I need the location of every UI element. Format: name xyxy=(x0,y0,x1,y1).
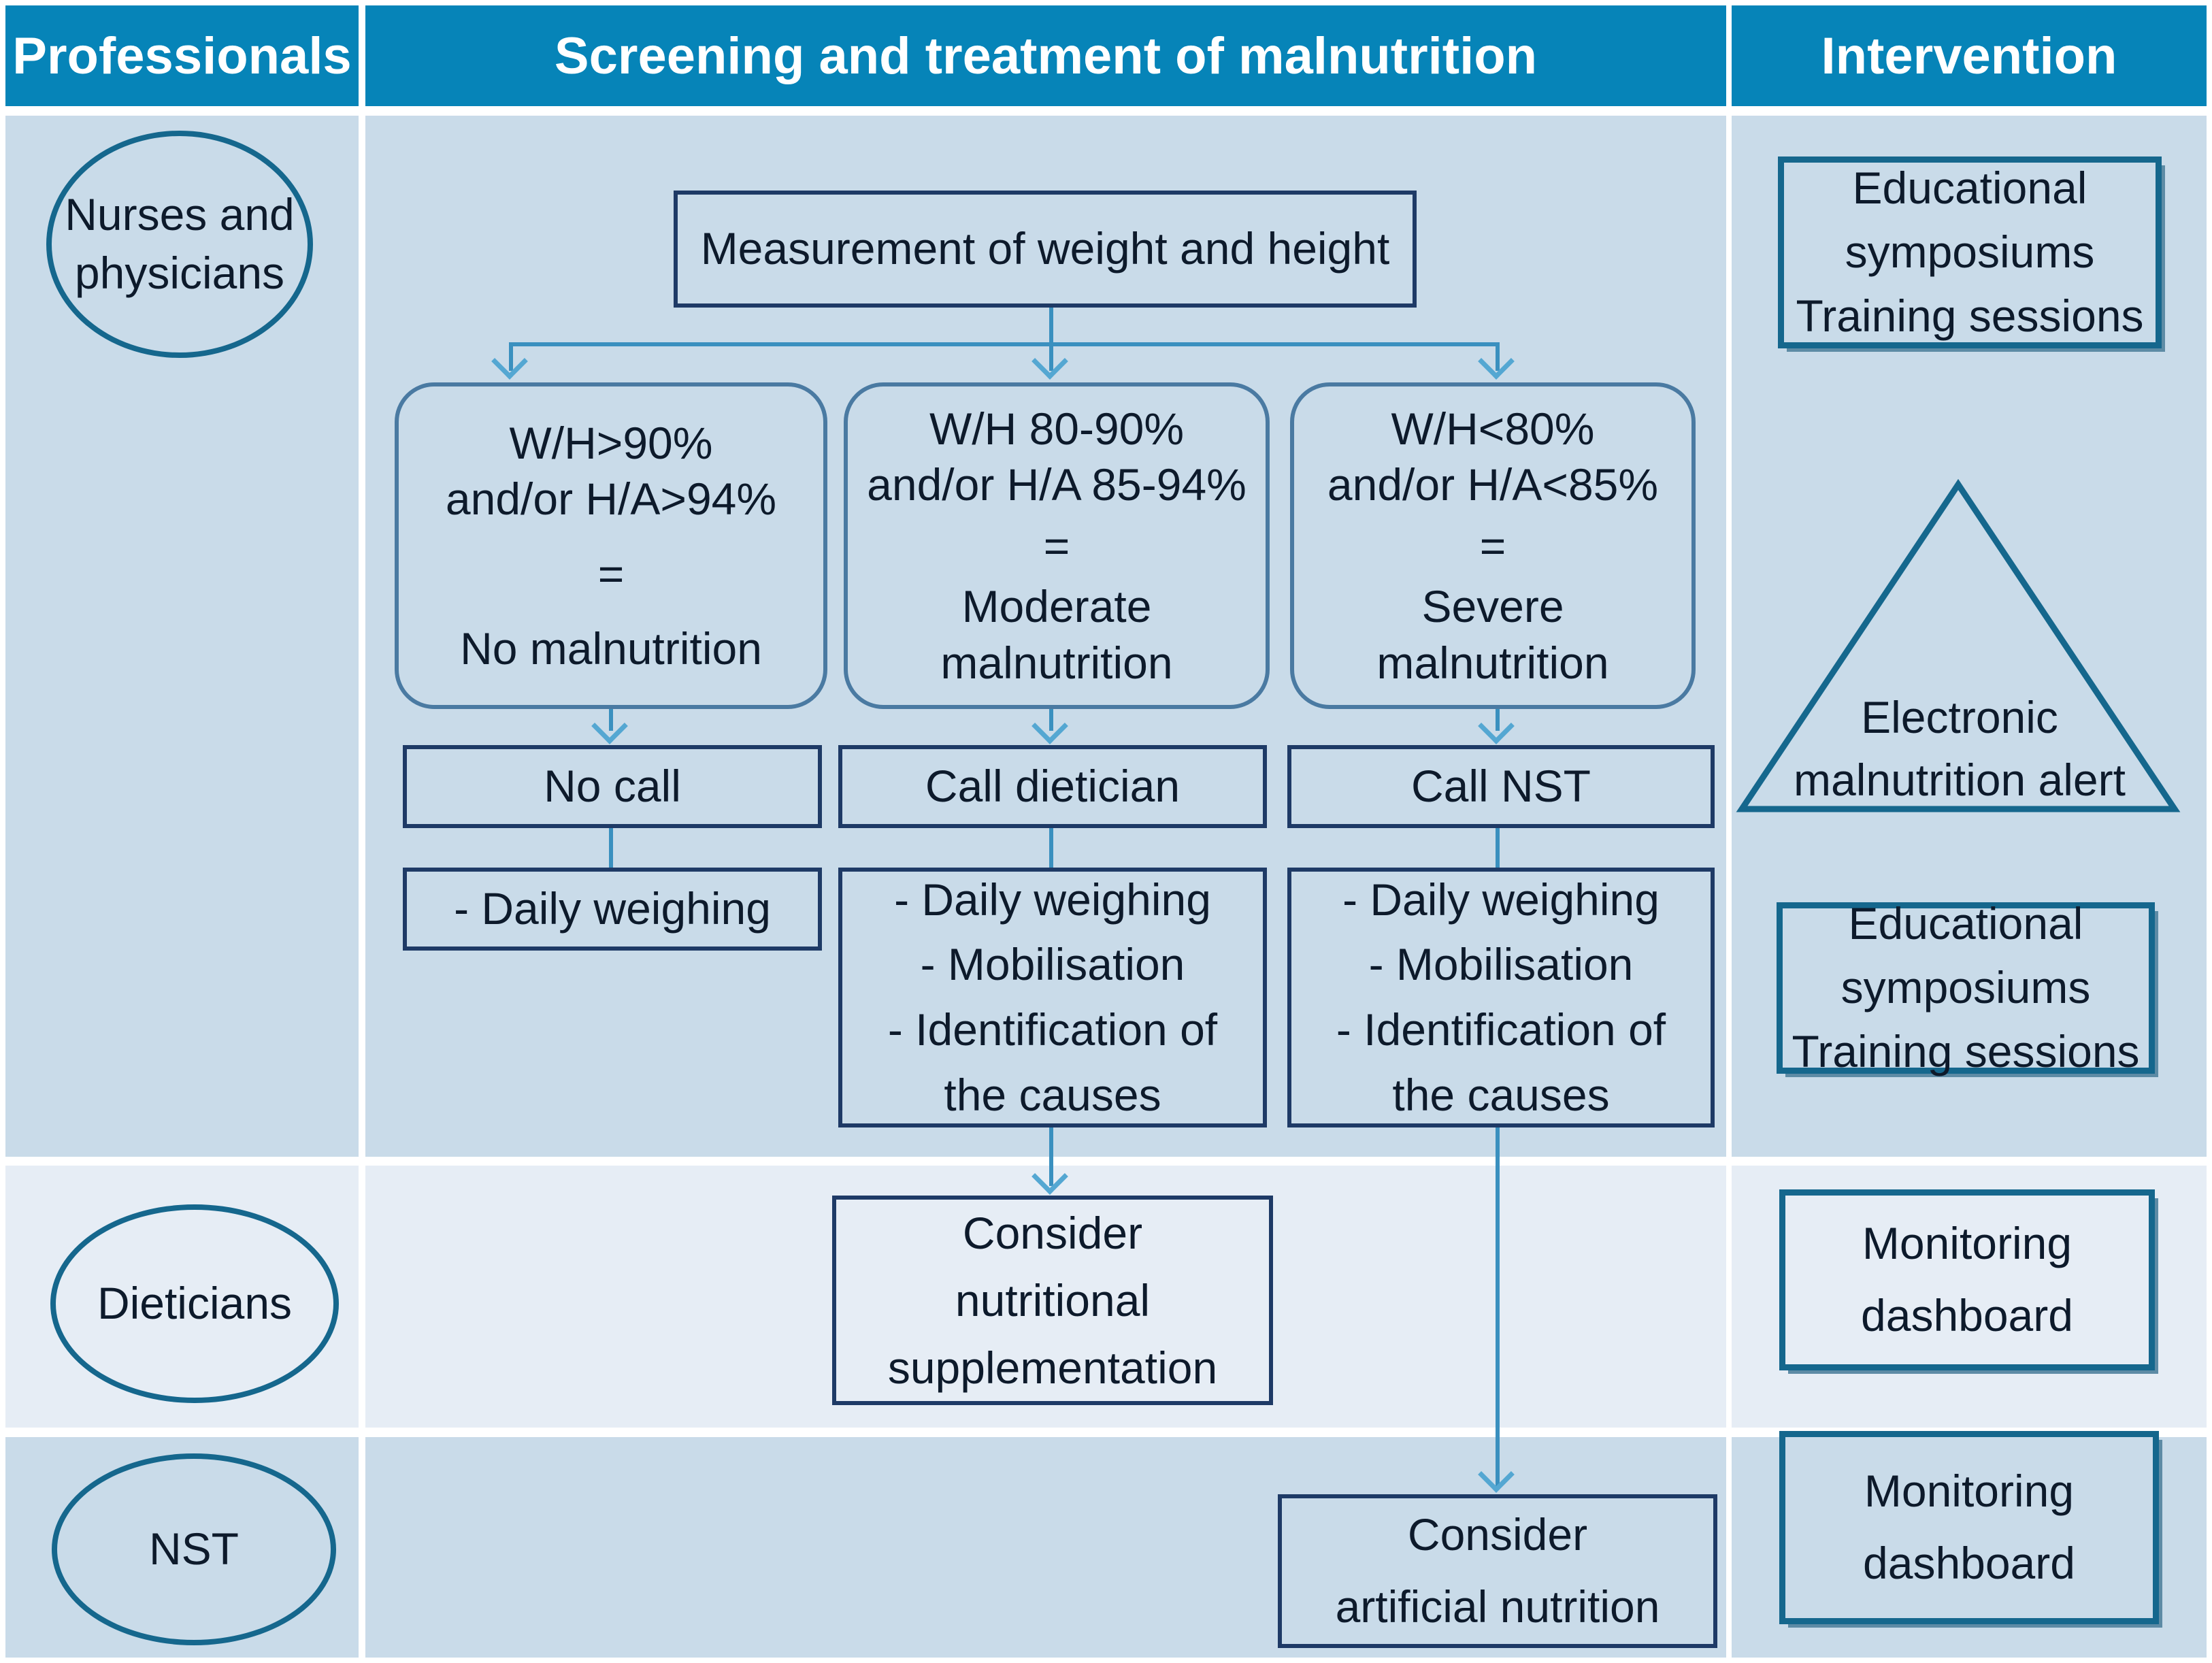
consider-label: Consider artificial nutrition xyxy=(1335,1509,1660,1632)
header-screening-label: Screening and treatment of malnutrition xyxy=(554,27,1538,85)
intervention-alert-label: Electronic malnutrition alert xyxy=(1794,692,2126,806)
alert-triangle-icon xyxy=(1736,478,2181,812)
header-screening: Screening and treatment of malnutrition xyxy=(365,5,1726,106)
ellipse-dieticians: Dieticians xyxy=(50,1204,339,1403)
classification-diagnosis: No malnutrition xyxy=(460,623,762,674)
intervention-educational-label: Educational symposiums Training sessions xyxy=(1796,163,2144,341)
call-box-nst: Call NST xyxy=(1287,745,1715,828)
connector-call3-to-actions xyxy=(1496,828,1500,868)
consider-label: Consider nutritional supplementation xyxy=(887,1207,1218,1393)
classification-criteria: W/H 80-90% and/or H/A 85-94% xyxy=(867,403,1247,510)
classification-diagnosis: Severe malnutrition xyxy=(1376,581,1609,688)
equals-sign: = xyxy=(597,548,625,599)
ellipse-dieticians-label: Dieticians xyxy=(97,1278,293,1329)
classification-box-severe-malnutrition: W/H<80% and/or H/A<85% = Severe malnutri… xyxy=(1290,382,1696,709)
measurement-label: Measurement of weight and height xyxy=(700,223,1390,274)
ellipse-nst: NST xyxy=(52,1453,336,1645)
header-intervention: Intervention xyxy=(1732,5,2207,106)
actions-box-branch3: - Daily weighing - Mobilisation - Identi… xyxy=(1287,868,1715,1127)
intervention-monitoring-label: Monitoring dashboard xyxy=(1861,1218,2073,1340)
connector-branch2-drop xyxy=(1049,342,1053,371)
measurement-box: Measurement of weight and height xyxy=(674,191,1417,308)
intervention-monitoring-nst-box: Monitoring dashboard xyxy=(1779,1431,2159,1624)
call-label: No call xyxy=(544,761,681,812)
connector-actions3-to-consider xyxy=(1496,1127,1500,1487)
call-label: Call NST xyxy=(1410,761,1591,812)
consider-artificial-nutrition-box: Consider artificial nutrition xyxy=(1278,1494,1717,1648)
ellipse-nst-label: NST xyxy=(149,1524,239,1575)
intervention-educational-top-box: Educational symposiums Training sessions xyxy=(1778,157,2162,348)
connector-branch-line xyxy=(509,342,1500,346)
connector-call2-to-actions xyxy=(1049,828,1053,868)
header-professionals-label: Professionals xyxy=(12,27,352,85)
intervention-monitoring-label: Monitoring dashboard xyxy=(1863,1466,2075,1588)
row-nurses-col-screening xyxy=(365,116,1726,1157)
connector-branch2-to-call xyxy=(1049,709,1053,731)
row-nurses-col-intervention xyxy=(1732,116,2207,1157)
classification-criteria: W/H>90% and/or H/A>94% xyxy=(445,417,777,525)
header-intervention-label: Intervention xyxy=(1821,27,2117,85)
call-label: Call dietician xyxy=(925,761,1181,812)
connector-branch3-to-call xyxy=(1496,709,1500,731)
connector-branch1-to-call xyxy=(609,709,613,731)
connector-actions2-to-consider xyxy=(1049,1127,1053,1186)
actions-label: - Daily weighing - Mobilisation - Identi… xyxy=(1336,874,1666,1120)
equals-sign: = xyxy=(1043,520,1070,571)
classification-box-moderate-malnutrition: W/H 80-90% and/or H/A 85-94% = Moderate … xyxy=(844,382,1270,709)
connector-call1-to-actions xyxy=(609,828,613,868)
actions-label: - Daily weighing xyxy=(454,883,771,934)
intervention-educational-bottom-box: Educational symposiums Training sessions xyxy=(1777,898,2155,1076)
actions-label: - Daily weighing - Mobilisation - Identi… xyxy=(887,874,1218,1120)
classification-diagnosis: Moderate malnutrition xyxy=(940,581,1173,688)
ellipse-nurses-physicians: Nurses and physicians xyxy=(46,131,313,358)
ellipse-nurses-physicians-label: Nurses and physicians xyxy=(65,189,295,298)
equals-sign: = xyxy=(1479,520,1506,571)
actions-box-branch2: - Daily weighing - Mobilisation - Identi… xyxy=(838,868,1267,1127)
row-dieticians-col-intervention xyxy=(1732,1166,2207,1428)
classification-box-no-malnutrition: W/H>90% and/or H/A>94% = No malnutrition xyxy=(395,382,827,709)
actions-box-branch1: - Daily weighing xyxy=(403,868,822,951)
classification-criteria: W/H<80% and/or H/A<85% xyxy=(1327,403,1659,510)
connector-branch3-drop xyxy=(1496,342,1500,371)
consider-nutritional-supplementation-box: Consider nutritional supplementation xyxy=(832,1196,1273,1405)
connector-measurement-down xyxy=(1049,308,1053,344)
intervention-educational-label: Educational symposiums Training sessions xyxy=(1792,898,2140,1076)
call-box-no-call: No call xyxy=(403,745,822,828)
header-professionals: Professionals xyxy=(5,5,359,106)
connector-branch1-drop xyxy=(509,342,513,371)
intervention-monitoring-dieticians-box: Monitoring dashboard xyxy=(1779,1189,2155,1370)
call-box-dietician: Call dietician xyxy=(838,745,1267,828)
